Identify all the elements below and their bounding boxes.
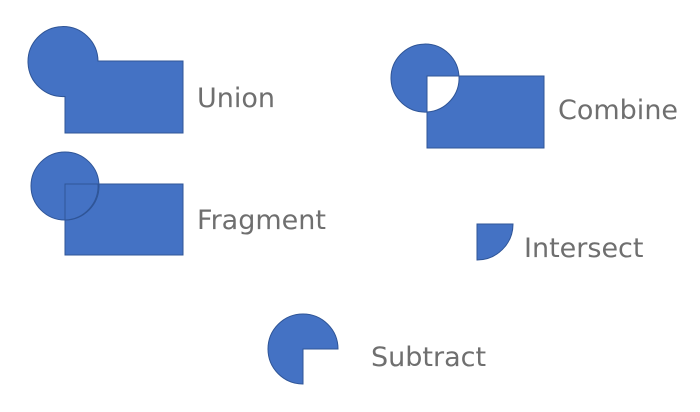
- subtract-shape: [267, 313, 339, 385]
- subtract-label: Subtract: [371, 342, 486, 373]
- fragment-label: Fragment: [197, 205, 326, 236]
- combine-overlap-hole: [426, 75, 460, 113]
- fragment-example: Fragment: [30, 151, 326, 256]
- union-label: Union: [197, 83, 275, 114]
- union-shape: [27, 26, 184, 134]
- intersect-example: Intersect: [476, 223, 643, 264]
- union-example: Union: [27, 26, 275, 134]
- intersect-shape: [476, 223, 514, 261]
- subtract-example: Subtract: [267, 313, 486, 385]
- combine-example: Combine: [390, 43, 678, 149]
- combine-shape: [390, 43, 545, 149]
- intersect-label: Intersect: [524, 233, 643, 264]
- fragment-overlap-piece: [64, 183, 99, 221]
- combine-label: Combine: [558, 95, 678, 126]
